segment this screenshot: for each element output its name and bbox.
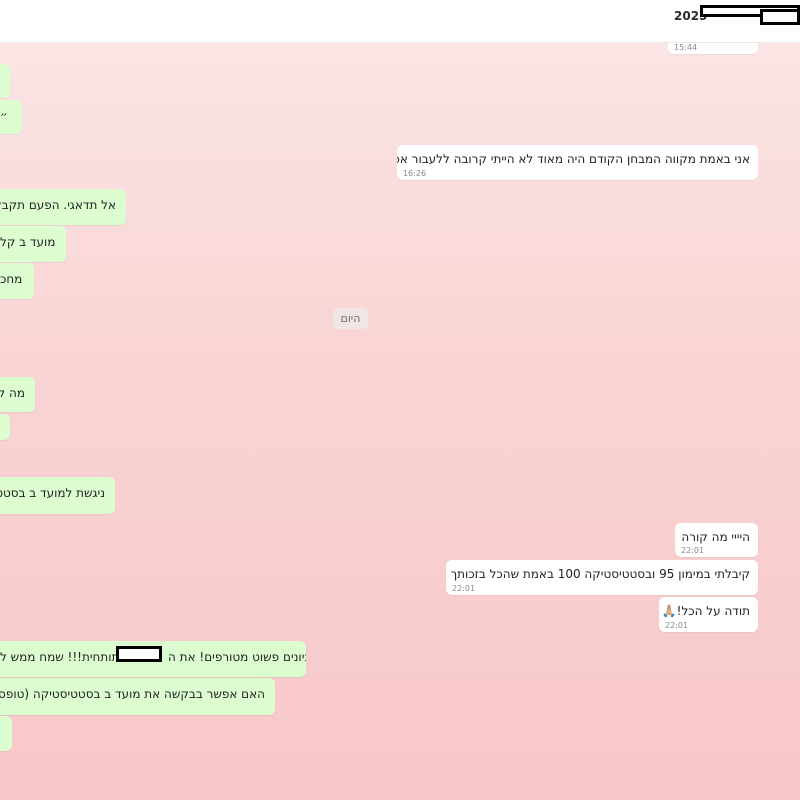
message-text-part: ציונים פשוט מטורפים! את ה <box>168 650 306 664</box>
message-time: 22:01 <box>681 546 705 555</box>
chat-header[interactable]: 2025 <box>0 0 800 43</box>
outgoing-message[interactable]: מחכ <box>0 263 34 299</box>
message-text: ציונים פשוט מטורפים! את ה <box>168 649 306 665</box>
message-text-part: תותחית!!! שמח ממש ל <box>0 650 120 664</box>
outgoing-message[interactable] <box>0 414 10 440</box>
message-text: מחכ <box>0 272 23 286</box>
outgoing-message[interactable]: תותחית!!! שמח ממש ל ציונים פשוט מטורפים!… <box>0 641 306 677</box>
outgoing-message[interactable]: מועד ב קל <box>0 226 66 262</box>
message-text: היייי מה קורה <box>681 530 750 544</box>
outgoing-message[interactable]: אל תדאגי. הפעם תקבלי <box>0 189 126 225</box>
message-text: מה ק <box>0 386 25 400</box>
message-time: 15:44 <box>674 43 698 52</box>
outgoing-message[interactable]: מה ק <box>0 377 35 412</box>
outgoing-message[interactable]: ״ <box>0 100 22 134</box>
incoming-message[interactable]: תודה על הכל!🙏🏼 22:01 <box>659 597 758 632</box>
incoming-message[interactable]: אני באמת מקווה המבחן הקודם היה מאוד לא ה… <box>397 145 758 180</box>
message-text: קיבלתי במימון 95 ובסטטיסטיקה 100 באמת שה… <box>446 567 750 581</box>
message-text-body: תודה על הכל! <box>676 604 750 618</box>
message-time: 16:26 <box>403 169 427 178</box>
outgoing-message[interactable]: ניגשת למועד ב בסטטי <box>0 477 115 514</box>
outgoing-message[interactable] <box>0 64 10 98</box>
incoming-message[interactable]: קיבלתי במימון 95 ובסטטיסטיקה 100 באמת שה… <box>446 560 758 595</box>
message-text: תותחית!!! שמח ממש ל <box>0 649 119 665</box>
outgoing-message[interactable]: האם אפשר בבקשה את מועד ב בסטטיסטיקה (טופ… <box>0 678 275 715</box>
praying-hands-emoji: 🙏🏼 <box>661 604 677 618</box>
message-text: אני באמת מקווה המבחן הקודם היה מאוד לא ה… <box>397 152 750 166</box>
redaction-box <box>116 646 162 662</box>
message-time: 22:01 <box>665 621 689 630</box>
bubble-tail <box>756 145 758 153</box>
message-text: תודה על הכל!🙏🏼 <box>662 603 750 619</box>
incoming-message[interactable]: היייי מה קורה 22:01 <box>675 523 758 557</box>
message-text: ״ <box>0 109 8 123</box>
redaction-box <box>760 9 800 25</box>
chat-title: 2025 <box>674 9 708 23</box>
message-text: אל תדאגי. הפעם תקבלי <box>0 198 116 212</box>
message-time: 22:01 <box>452 584 476 593</box>
message-text: ניגשת למועד ב בסטטי <box>0 486 105 500</box>
message-text: מועד ב קל <box>0 235 56 249</box>
outgoing-message[interactable] <box>0 716 12 751</box>
bubble-tail <box>756 523 758 531</box>
message-text: האם אפשר בבקשה את מועד ב בסטטיסטיקה (טופ… <box>0 687 265 701</box>
date-separator: היום <box>333 308 368 329</box>
